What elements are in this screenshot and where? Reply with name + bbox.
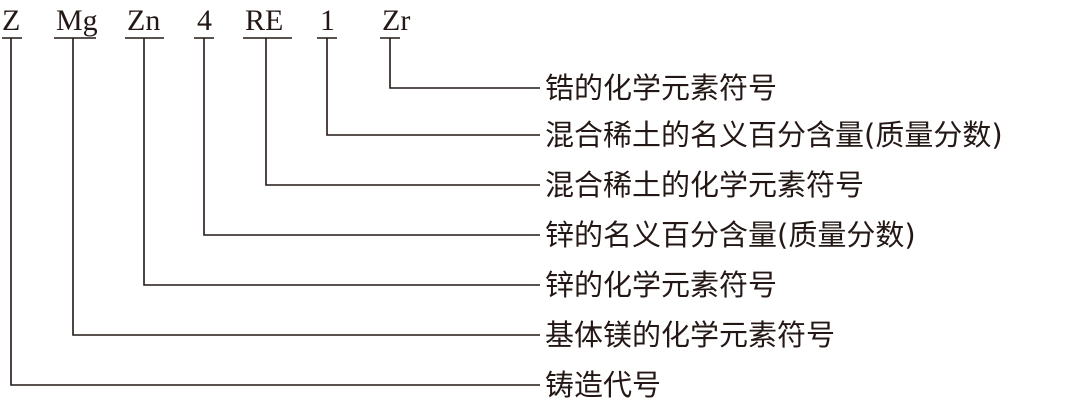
desc-re-content: 混合稀土的名义百分含量(质量分数) bbox=[545, 118, 1003, 152]
desc-re-symbol: 混合稀土的化学元素符号 bbox=[545, 168, 864, 202]
leader-zr bbox=[389, 38, 540, 89]
leader-re bbox=[265, 38, 540, 186]
code-1: 1 bbox=[320, 4, 335, 37]
desc-zn-content: 锌的名义百分含量(质量分数) bbox=[545, 218, 916, 252]
leader-4 bbox=[203, 38, 540, 236]
leader-1 bbox=[326, 38, 540, 136]
leader-zn bbox=[143, 38, 540, 286]
leader-z bbox=[10, 38, 540, 386]
code-zn: Zn bbox=[127, 4, 160, 37]
desc-casting-code: 铸造代号 bbox=[545, 368, 661, 400]
leader-mg bbox=[72, 38, 540, 336]
code-mg: Mg bbox=[56, 4, 98, 37]
code-re: RE bbox=[245, 4, 283, 37]
desc-zn-symbol: 锌的化学元素符号 bbox=[545, 268, 777, 302]
code-4: 4 bbox=[197, 4, 212, 37]
code-z: Z bbox=[2, 4, 20, 37]
code-zr: Zr bbox=[382, 4, 410, 37]
desc-zr-symbol: 锆的化学元素符号 bbox=[545, 71, 777, 105]
desc-mg-symbol: 基体镁的化学元素符号 bbox=[545, 318, 835, 352]
